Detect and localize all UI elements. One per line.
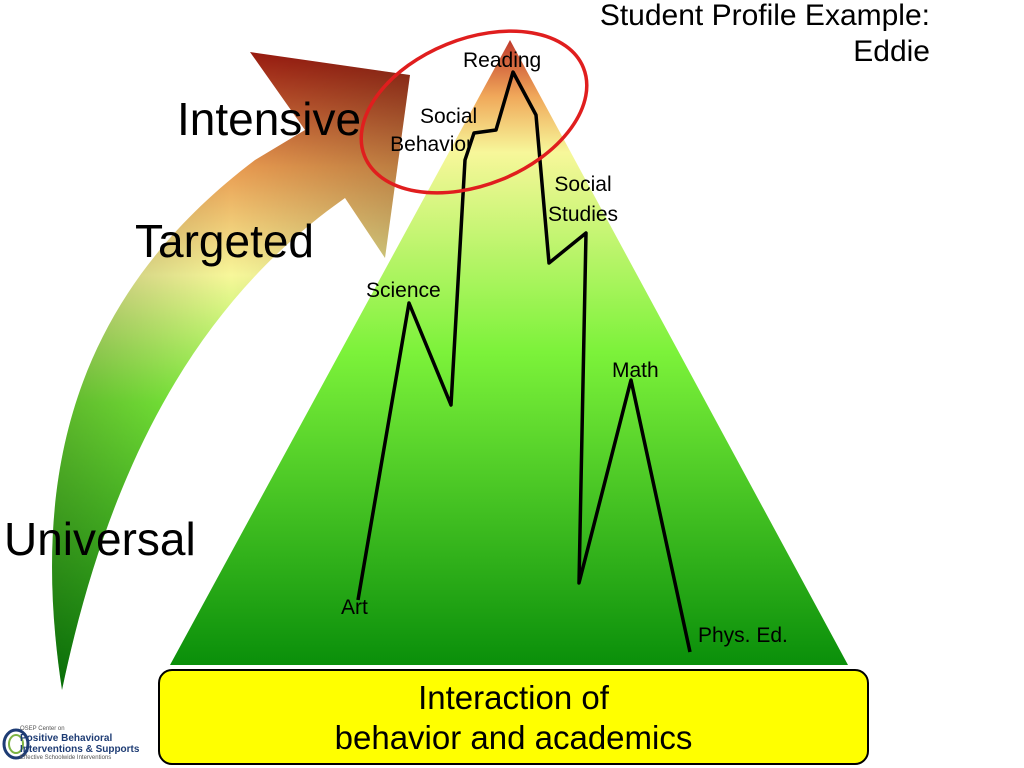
peak-label-science: Science: [366, 279, 441, 302]
caption-line-2: behavior and academics: [334, 719, 693, 756]
peak-label-social-studies: Social Studies: [548, 170, 618, 230]
logo-line-3: Interventions & Supports: [20, 744, 140, 755]
peak-label-math: Math: [612, 359, 659, 382]
tier-label-universal: Universal: [4, 513, 196, 565]
title-line-2: Eddie: [853, 35, 930, 68]
logo-line-1: OSEP Center on: [20, 726, 65, 732]
interaction-caption-box: Interaction of behavior and academics: [158, 669, 869, 765]
tier-label-targeted: Targeted: [135, 215, 315, 267]
tier-arrow: [52, 52, 411, 690]
social-studies-line-1: Social: [554, 173, 612, 196]
peak-label-reading: Reading: [463, 49, 542, 72]
peak-label-phys-ed: Phys. Ed.: [698, 624, 788, 647]
social-behavior-line-1: Social: [420, 105, 478, 128]
logo-line-4: Effective Schoolwide Interventions: [20, 755, 112, 761]
logo-line-2: Positive Behavioral: [20, 733, 113, 744]
student-profile-line: [356, 70, 692, 653]
pbis-logo-swoosh-icon: [2, 728, 30, 760]
tier-pyramid: [170, 40, 848, 665]
social-behavior-line-2: Behavior: [390, 133, 474, 156]
peak-label-social-behavior: Social Behavior: [386, 102, 477, 160]
slide-title: Student Profile Example: Eddie: [600, 0, 930, 70]
tier-label-intensive: Intensive: [177, 93, 362, 145]
highlight-ellipse: [359, 29, 589, 195]
title-line-1: Student Profile Example:: [599, 0, 930, 32]
pbis-logo: OSEP Center on Positive Behavioral Inter…: [2, 724, 139, 764]
peak-label-art: Art: [341, 596, 368, 619]
caption-line-1: Interaction of: [418, 679, 609, 716]
social-studies-line-2: Studies: [548, 203, 619, 226]
